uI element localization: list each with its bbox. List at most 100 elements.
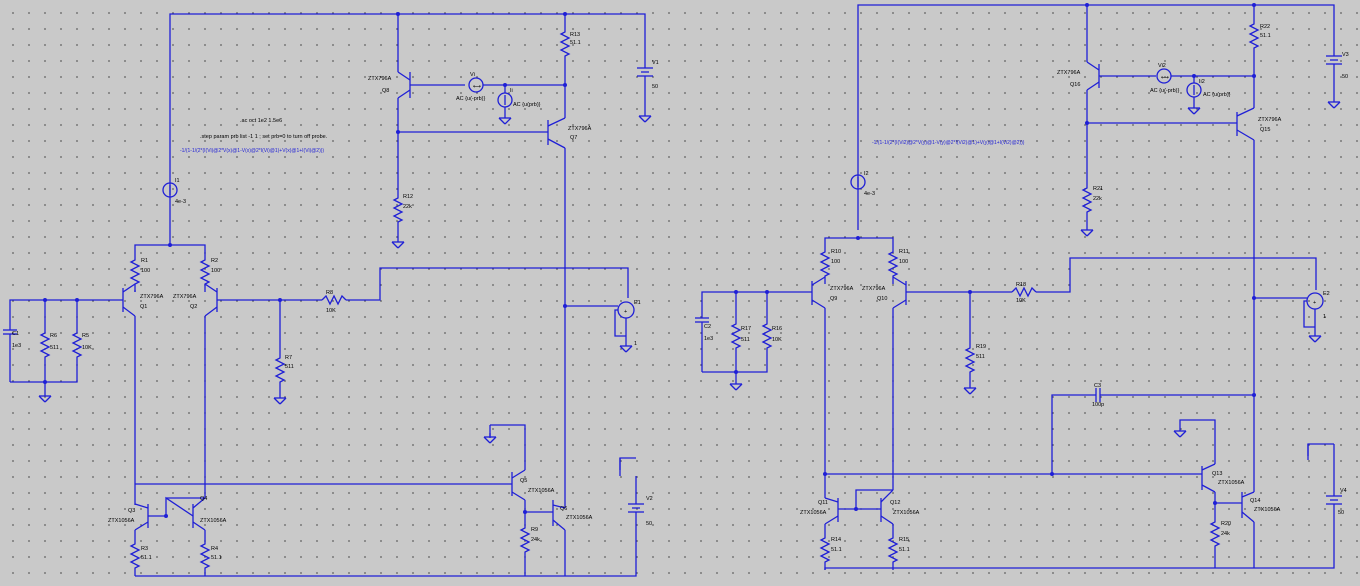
resistor-r9[interactable]: R9 24k [520, 519, 540, 561]
svg-text:R10: R10 [831, 249, 841, 255]
svg-text:Q6: Q6 [560, 506, 567, 512]
resistor-r18[interactable]: R18 10K [1011, 282, 1037, 304]
svg-text:100: 100 [141, 268, 150, 274]
capacitor-c2[interactable]: C2 1e3 [695, 317, 713, 372]
resistor-r5[interactable]: R5 10K [72, 324, 92, 366]
svg-text:1: 1 [1323, 314, 1326, 320]
svg-text:R12: R12 [403, 194, 413, 200]
transistor-q6[interactable]: Q6 ZTX1056A [525, 500, 593, 531]
probe-current-source-ii2[interactable]: Ii2 AC {u(prb)} [1186, 76, 1231, 104]
svg-text:Q10: Q10 [877, 296, 887, 302]
resistor-r20[interactable]: R20 24k [1210, 513, 1231, 555]
probe-current-source-ii[interactable]: Ii AC {u(prb)} [497, 85, 541, 114]
ac-directive: .ac oct 1e2 1.5e6 [240, 118, 282, 124]
transistor-q15[interactable]: ZTX796A Q15 [1236, 107, 1282, 141]
svg-text:100: 100 [831, 259, 840, 265]
svg-text:Q4: Q4 [200, 496, 207, 502]
svg-text:Q16: Q16 [1070, 82, 1080, 88]
transistor-q5[interactable]: Q5 ZTX1056A [511, 469, 555, 501]
svg-text:R14: R14 [831, 537, 841, 543]
resistor-r19[interactable]: R19 511 [965, 339, 986, 381]
svg-text:Ii: Ii [510, 88, 513, 94]
svg-text:50: 50 [652, 84, 658, 90]
transistor-q11[interactable]: Q11 ZTX1056A [800, 497, 839, 525]
svg-text:ZTX796A: ZTX796A [173, 294, 197, 300]
transistor-q9[interactable]: ZTX796A Q9 [811, 276, 854, 309]
svg-text:10K: 10K [1016, 298, 1026, 304]
transistor-q8[interactable]: ZTX796A Q8 [368, 71, 465, 99]
resistor-r7[interactable]: R7 511 [275, 349, 294, 391]
svg-text:51.1: 51.1 [1260, 33, 1271, 39]
transistor-q4[interactable]: Q4 ZTX1056A [192, 496, 227, 531]
svg-text:Q1: Q1 [140, 304, 147, 310]
resistor-r16[interactable]: R16 10K [762, 315, 782, 357]
svg-text:Q9: Q9 [830, 296, 837, 302]
transistor-q1[interactable]: ZTX796A Q1 [122, 283, 164, 317]
svg-text:R17: R17 [741, 326, 751, 332]
svg-text:+: + [1313, 300, 1316, 306]
transistor-q7[interactable]: ZTX796A Q7 [547, 117, 592, 149]
resistor-r12[interactable]: R12 22k [393, 189, 413, 231]
svg-text:R3: R3 [141, 546, 148, 552]
transistor-q2[interactable]: ZTX796A Q2 [173, 283, 218, 317]
transistor-q14[interactable]: Q14 ZTX1056A [1215, 491, 1281, 523]
svg-text:ZTX1056A: ZTX1056A [528, 488, 555, 494]
svg-text:10K: 10K [326, 308, 336, 314]
transistor-q12[interactable]: Q12 ZTX1056A [880, 489, 920, 525]
svg-text:R16: R16 [772, 326, 782, 332]
transistor-q3[interactable]: Q3 ZTX1056A [108, 503, 149, 531]
probe-source-vi[interactable]: ⟷ Vi AC {u(-prb)} [456, 72, 565, 102]
svg-text:511: 511 [976, 354, 985, 360]
resistor-r15[interactable]: R15 51.1 [888, 529, 910, 571]
svg-text:ZTX1056A: ZTX1056A [800, 510, 827, 516]
svg-text:ZTX796A: ZTX796A [368, 76, 392, 82]
resistor-r4[interactable]: R4 51.1 [200, 535, 222, 577]
resistor-r8[interactable]: R8 10K [321, 290, 347, 314]
svg-text:100: 100 [899, 259, 908, 265]
resistor-r21[interactable]: R21 22k [1082, 179, 1103, 221]
svg-text:Q13: Q13 [1212, 471, 1222, 477]
svg-text:R9: R9 [531, 527, 538, 533]
resistor-r3[interactable]: R3 51.1 [130, 535, 152, 577]
svg-text:R7: R7 [285, 355, 292, 361]
voltage-source-v2[interactable]: V2 50 [628, 476, 653, 527]
svg-text:24k: 24k [1221, 531, 1230, 537]
svg-text:R1: R1 [141, 258, 148, 264]
resistor-r14[interactable]: R14 51.1 [820, 529, 842, 571]
capacitor-c1[interactable]: C1 1e3 [3, 329, 21, 382]
svg-text:AC {u(prb)}: AC {u(prb)} [1203, 92, 1231, 98]
resistor-r6[interactable]: R6 511 [40, 324, 59, 366]
resistor-r2[interactable]: R2 100 [200, 251, 220, 293]
svg-text:R5: R5 [82, 333, 89, 339]
voltage-source-v4[interactable]: V4 50 [1326, 444, 1347, 516]
svg-text:Q5: Q5 [520, 478, 527, 484]
resistor-r10[interactable]: R10 100 [820, 243, 841, 285]
svg-text:1: 1 [634, 341, 637, 347]
resistor-r11[interactable]: R11 100 [888, 243, 909, 285]
probe-source-vi2[interactable]: ⟷ Vi2 AC {u(-prb)} [1150, 63, 1254, 94]
resistor-r13[interactable]: R13 51.1 [560, 23, 581, 65]
svg-text:511: 511 [285, 364, 294, 370]
svg-text:22k: 22k [403, 204, 412, 210]
svg-text:ZTX1056A: ZTX1056A [893, 510, 920, 516]
svg-text:C3: C3 [1094, 383, 1101, 389]
vcvs-e1[interactable]: + E1 1 [614, 300, 641, 347]
svg-text:100: 100 [211, 268, 220, 274]
voltage-source-v3[interactable]: V3 50 [1326, 50, 1349, 98]
resistor-r22[interactable]: R22 51.1 [1249, 15, 1271, 57]
current-source-i1[interactable]: I1 4e-3 [162, 178, 186, 205]
transistor-q13[interactable]: Q13 ZTX1056A [1201, 463, 1245, 493]
resistor-r17[interactable]: R17 511 [731, 315, 751, 357]
svg-text:Q15: Q15 [1260, 127, 1270, 133]
resistor-r1[interactable]: R1 100 [130, 251, 150, 293]
vcvs-e2[interactable]: + E2 1 [1303, 291, 1330, 332]
voltage-source-v1[interactable]: V1 50 [637, 58, 659, 112]
svg-text:R4: R4 [211, 546, 218, 552]
current-source-i2[interactable]: I2 4e-3 [850, 171, 875, 197]
right-circuit: R22 51.1 V3 50 ZTX796A Q16 ⟷ [695, 3, 1349, 571]
transistor-q10[interactable]: ZTX796A Q10 [862, 276, 907, 309]
transistor-q16[interactable]: ZTX796A Q16 [1057, 61, 1156, 91]
svg-text:100p: 100p [1092, 402, 1104, 408]
